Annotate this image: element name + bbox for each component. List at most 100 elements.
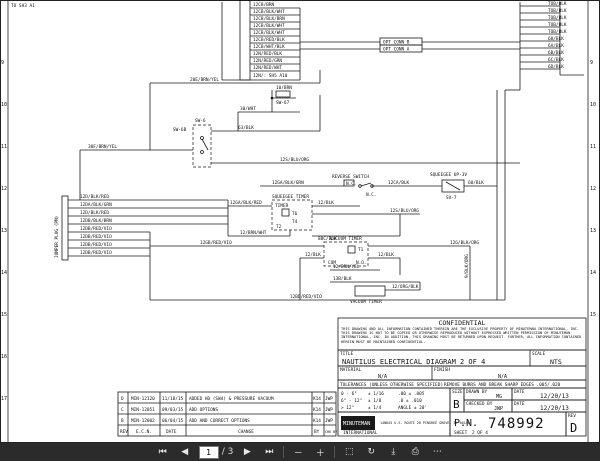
checked-by-label: CHECKED BY xyxy=(466,401,493,407)
wire-label: 12S/BLU/ORG xyxy=(390,208,419,214)
jumper-row: 12D/BLK/RED xyxy=(80,210,109,216)
wire-label: 60/BLK xyxy=(548,36,564,42)
rev-row-chk: JWP xyxy=(325,407,333,413)
wire-label: 12BD/RED/VIO xyxy=(290,294,322,300)
wire-label: TOB/BLK xyxy=(548,15,567,21)
drawing-title: NAUTILUS ELECTRICAL DIAGRAM 2 OF 4 xyxy=(342,358,485,366)
sw6b-label: SW-6B xyxy=(173,127,187,133)
wire-label: 12N/RED/BLK xyxy=(253,51,282,57)
wire-label: TOB/BLK xyxy=(548,22,567,28)
reverse-switch-label: REVERSE SWITCH xyxy=(332,174,369,180)
row-marker: 11 xyxy=(1,144,7,150)
tolerances-label: TOLERANCES (UNLESS OTHERWISE SPECIFIED) xyxy=(340,382,443,388)
date-header: DATE xyxy=(166,429,177,435)
wire-label: 12CB/RED/BLK xyxy=(253,37,285,43)
wire-label: 12/BLK xyxy=(378,252,394,258)
confidential-heading: CONFIDENTIAL xyxy=(439,319,486,327)
row-marker: 16 xyxy=(1,354,7,360)
wire-label: 13B/BLK xyxy=(333,276,352,282)
jumper-row: 12DB/RED/VIO xyxy=(80,242,112,248)
rev-row-rev: B xyxy=(121,418,124,424)
rev-row-by: K14 xyxy=(313,418,321,424)
sheet-label: SHEET xyxy=(454,430,468,436)
drawn-by-value: MG xyxy=(496,394,502,400)
wire-label: 12GA/BLK/RED xyxy=(230,200,262,206)
fit-page-button[interactable]: ⬚ xyxy=(341,445,357,459)
wire-label: TOB/BLK xyxy=(548,29,567,35)
zoom-out-button[interactable]: － xyxy=(290,445,306,459)
row-marker: 17 xyxy=(1,396,7,402)
remove-burrs-label: REMOVE BURRS AND BREAK SHARP EDGES .005/… xyxy=(444,382,561,388)
wire-label: TOB/BLK xyxy=(548,1,567,7)
tol-range: 0 - 6" xyxy=(341,391,357,397)
rev-row-change: ADD OPTIONS xyxy=(189,407,218,413)
finish-value: N/A xyxy=(498,374,507,380)
ecn-header: E.C.N. xyxy=(136,429,152,435)
rotate-icon: ↻ xyxy=(367,447,376,457)
opt-conn-group: OPT CONN B OPT CONN A xyxy=(379,37,520,53)
com-label: COM xyxy=(328,260,336,266)
page-number-input[interactable] xyxy=(198,445,219,459)
scale-value: NTS xyxy=(550,358,562,366)
more-options-button[interactable]: ⋯ xyxy=(429,445,445,459)
wire-label: 60/BLK xyxy=(468,180,484,186)
date-checked: 12/20/13 xyxy=(540,405,569,412)
rev-row-by: K14 xyxy=(313,396,321,402)
by-header: BY xyxy=(314,429,320,435)
t2-label: T2 xyxy=(276,224,282,230)
date-label: DATE xyxy=(514,401,525,407)
first-page-icon: ⏮ xyxy=(158,447,167,457)
wire-label: 12CB/BLK/WHT xyxy=(253,23,285,29)
size-value: B xyxy=(453,398,460,411)
no-label: N.O. xyxy=(356,260,367,266)
nc-label: N.C. xyxy=(346,181,357,187)
row-marker: 13 xyxy=(590,228,596,234)
wire-label: 20E/BRN/YEL xyxy=(190,77,219,83)
opt-conn-b: OPT CONN B xyxy=(383,40,410,46)
wire-label: 63/BLK xyxy=(238,125,254,131)
chk-header: CHK BY xyxy=(325,430,337,434)
pn-label: P.N. xyxy=(454,418,478,429)
viewer-toolbar: ⏮ ◀ / 3 ▶ ⏭ － ＋ ⬚ ↻ ⤓ ⎙ ⋯ xyxy=(0,443,600,461)
company-sub: INTERNATIONAL xyxy=(343,430,378,436)
rev-label: REV xyxy=(568,413,576,419)
next-page-button[interactable]: ▶ xyxy=(239,445,255,459)
squeegee-up-valve: SQUEEGEE UP-3V SV-7 60/BLK xyxy=(420,172,497,201)
wire-label: 12CB/BLK/WHT xyxy=(253,30,285,36)
jumper-row: 12DB/RED/VIO xyxy=(80,234,112,240)
confidential-body: THIS DRAWING AND ALL INFORMATION CONTAIN… xyxy=(341,327,582,344)
wire-label: 12CB/BRN xyxy=(253,2,275,8)
download-icon: ⤓ xyxy=(391,447,396,457)
opt-conn-a: OPT CONN A xyxy=(383,47,410,53)
wire-label: 12CB/BLK/BRN xyxy=(253,16,285,22)
print-button[interactable]: ⎙ xyxy=(407,445,423,459)
row-marker: 15 xyxy=(1,312,7,318)
last-page-button[interactable]: ⏭ xyxy=(261,445,277,459)
zoom-in-button[interactable]: ＋ xyxy=(312,445,328,459)
material-value: N/A xyxy=(378,374,387,380)
wire-label: 6B/BLK xyxy=(548,50,564,56)
top-note: TO SH3 A1 xyxy=(11,3,35,9)
t4-label: T4 xyxy=(292,219,298,225)
row-markers: 9 10 11 12 13 14 15 16 17 9 10 11 12 13 … xyxy=(1,60,596,402)
top-connector-block: 12CB/BRN 12CB/BLK/WHT 12CB/BLK/BRN 12CB/… xyxy=(221,0,380,81)
schematic-svg: TO SH3 A1 9 10 11 12 13 14 15 16 17 9 10… xyxy=(0,0,600,443)
first-page-button[interactable]: ⏮ xyxy=(155,445,171,459)
sheet-value: 2 OF 4 xyxy=(472,430,488,436)
rev-value: D xyxy=(570,421,577,435)
rev-row-rev: D xyxy=(121,396,124,402)
download-button[interactable]: ⤓ xyxy=(385,445,401,459)
rev-row-ecn: MIN-12051 xyxy=(131,407,155,413)
size-label: SIZE xyxy=(452,389,463,395)
toolbar-divider xyxy=(334,446,336,458)
rotate-button[interactable]: ↻ xyxy=(363,445,379,459)
scale-label: SCALE xyxy=(532,351,546,357)
squeegee-up-label: SQUEEGEE UP-3V xyxy=(430,172,467,178)
wire-label: 12N/: SH5 A10 xyxy=(253,73,288,79)
wire-label: 12/BLK xyxy=(318,200,334,206)
nc-label-2: N.C. xyxy=(366,192,377,198)
wire-label: 12/BLK xyxy=(305,252,321,258)
wire-label: 10/BRN xyxy=(276,85,292,91)
prev-page-button[interactable]: ◀ xyxy=(177,445,193,459)
rev-row-date: 11/18/15 xyxy=(162,396,184,402)
